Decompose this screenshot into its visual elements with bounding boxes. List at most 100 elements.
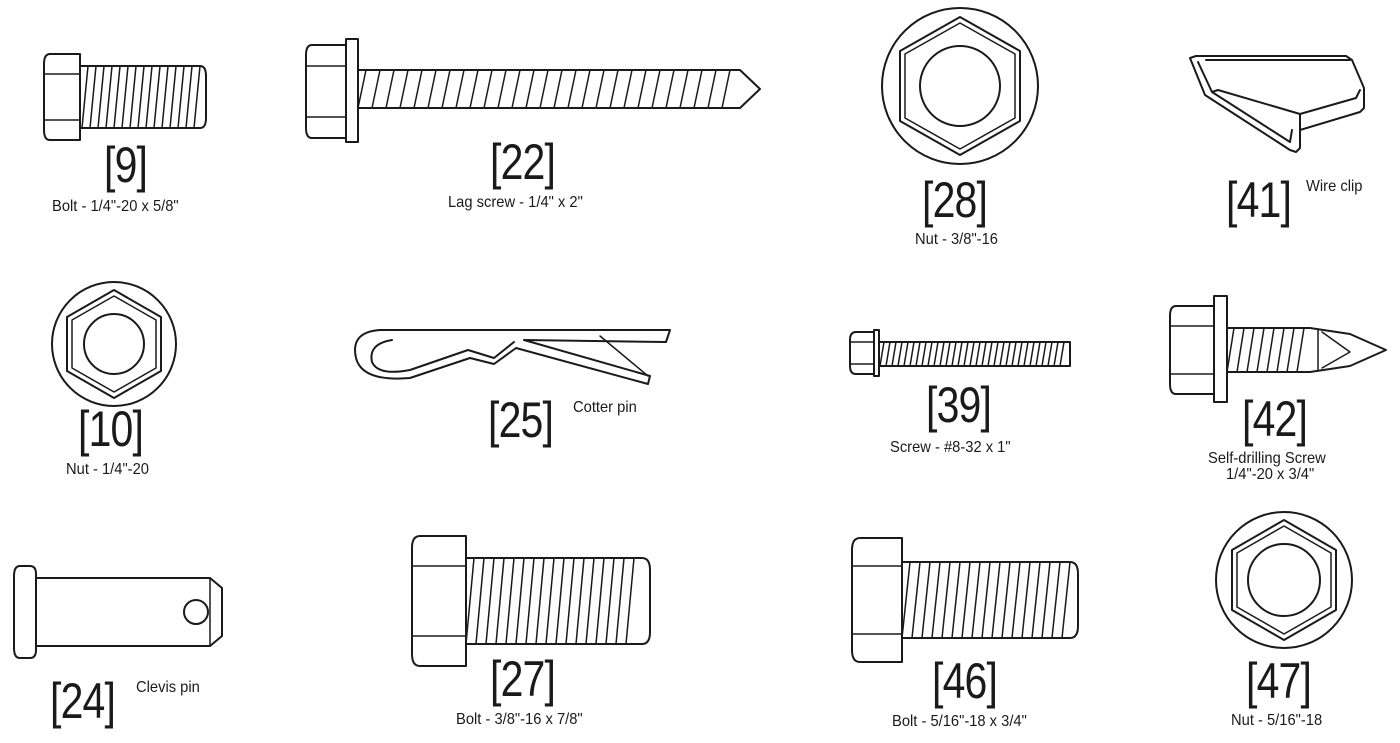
part-number-27: [27] — [490, 651, 556, 707]
part-10-hex-nut-icon — [51, 281, 177, 407]
part-desc-41: Wire clip — [1306, 178, 1363, 195]
part-28-hex-nut-icon — [881, 7, 1039, 165]
thread-line — [1011, 561, 1021, 639]
thread-line — [525, 557, 535, 645]
part-number-41: [41] — [1226, 172, 1292, 228]
thread-line — [1029, 341, 1035, 367]
thread-line — [455, 69, 465, 109]
thread-line — [981, 561, 991, 639]
thread-line — [515, 557, 525, 645]
thread-line — [679, 69, 689, 109]
thread-line — [483, 69, 493, 109]
thread-line — [1246, 327, 1255, 373]
thread-line — [921, 341, 927, 367]
thread-line — [105, 65, 113, 129]
part-desc-47: Nut - 5/16"-18 — [1231, 712, 1323, 729]
thread-line — [1047, 341, 1053, 367]
part-47-hex-nut-icon — [1215, 511, 1353, 649]
part-number-24: [24] — [50, 673, 116, 729]
thread-line — [1051, 561, 1061, 639]
thread-line — [567, 69, 577, 109]
part-desc-10: Nut - 1/4"-20 — [66, 461, 149, 478]
part-27-hex-bolt-icon — [411, 535, 651, 667]
thread-line — [933, 341, 939, 367]
thread-line — [161, 65, 169, 129]
thread-line — [915, 341, 921, 367]
thread-line — [885, 341, 891, 367]
thread-line — [981, 341, 987, 367]
thread-line — [385, 69, 395, 109]
part-desc-28: Nut - 3/8"-16 — [915, 231, 998, 248]
part-desc-9: Bolt - 1/4"-20 x 5/8" — [52, 198, 179, 215]
thread-line — [721, 69, 731, 109]
thread-line — [539, 69, 549, 109]
thread-line — [129, 65, 137, 129]
thread-line — [961, 561, 971, 639]
part-desc-46: Bolt - 5/16"-18 x 3/4" — [892, 713, 1027, 730]
thread-line — [909, 341, 915, 367]
thread-line — [371, 69, 381, 109]
thread-line — [945, 341, 951, 367]
part-number-25: [25] — [488, 392, 554, 448]
part-22-lag-screw-icon — [305, 38, 761, 143]
thread-line — [941, 561, 951, 639]
thread-line — [193, 65, 201, 129]
part-39-machine-screw-icon — [849, 329, 1071, 377]
part-25-cotter-pin-icon — [354, 329, 671, 385]
part-number-39: [39] — [926, 377, 992, 433]
thread-line — [169, 65, 177, 129]
thread-line — [1035, 341, 1041, 367]
thread-line — [993, 341, 999, 367]
thread-line — [585, 557, 595, 645]
part-desc-22: Lag screw - 1/4" x 2" — [448, 194, 583, 211]
thread-line — [921, 561, 931, 639]
thread-line — [1226, 327, 1235, 373]
thread-line — [495, 557, 505, 645]
thread-line — [1276, 327, 1285, 373]
thread-line — [469, 69, 479, 109]
thread-line — [1053, 341, 1059, 367]
thread-line — [991, 561, 1001, 639]
thread-line — [911, 561, 921, 639]
thread-line — [1286, 327, 1295, 373]
thread-line — [565, 557, 575, 645]
thread-line — [1059, 341, 1065, 367]
thread-line — [511, 69, 521, 109]
part-desc2-42: 1/4"-20 x 3/4" — [1226, 466, 1315, 483]
thread-line — [595, 557, 605, 645]
thread-line — [185, 65, 193, 129]
thread-line — [901, 561, 911, 639]
part-9-hex-bolt-icon — [43, 53, 207, 141]
part-number-22: [22] — [490, 134, 556, 190]
thread-line — [137, 65, 145, 129]
thread-line — [399, 69, 409, 109]
thread-line — [575, 557, 585, 645]
thread-line — [1017, 341, 1023, 367]
thread-line — [555, 557, 565, 645]
part-number-47: [47] — [1246, 653, 1312, 709]
thread-line — [1296, 327, 1305, 373]
part-desc-42: Self-drilling Screw — [1208, 450, 1326, 467]
thread-line — [465, 557, 475, 645]
thread-line — [1031, 561, 1041, 639]
thread-line — [1005, 341, 1011, 367]
thread-line — [637, 69, 647, 109]
thread-line — [545, 557, 555, 645]
thread-line — [897, 341, 903, 367]
part-desc-39: Screw - #8-32 x 1" — [890, 439, 1011, 456]
thread-line — [615, 557, 625, 645]
thread-line — [623, 69, 633, 109]
thread-line — [939, 341, 945, 367]
thread-line — [609, 69, 619, 109]
part-42-self-drilling-screw-icon — [1169, 295, 1387, 403]
thread-line — [651, 69, 661, 109]
thread-line — [1256, 327, 1265, 373]
thread-line — [441, 69, 451, 109]
thread-line — [553, 69, 563, 109]
part-24-clevis-pin-icon — [13, 565, 223, 659]
thread-line — [693, 69, 703, 109]
thread-line — [475, 557, 485, 645]
thread-line — [957, 341, 963, 367]
part-number-42: [42] — [1242, 391, 1308, 447]
thread-line — [1061, 561, 1071, 639]
